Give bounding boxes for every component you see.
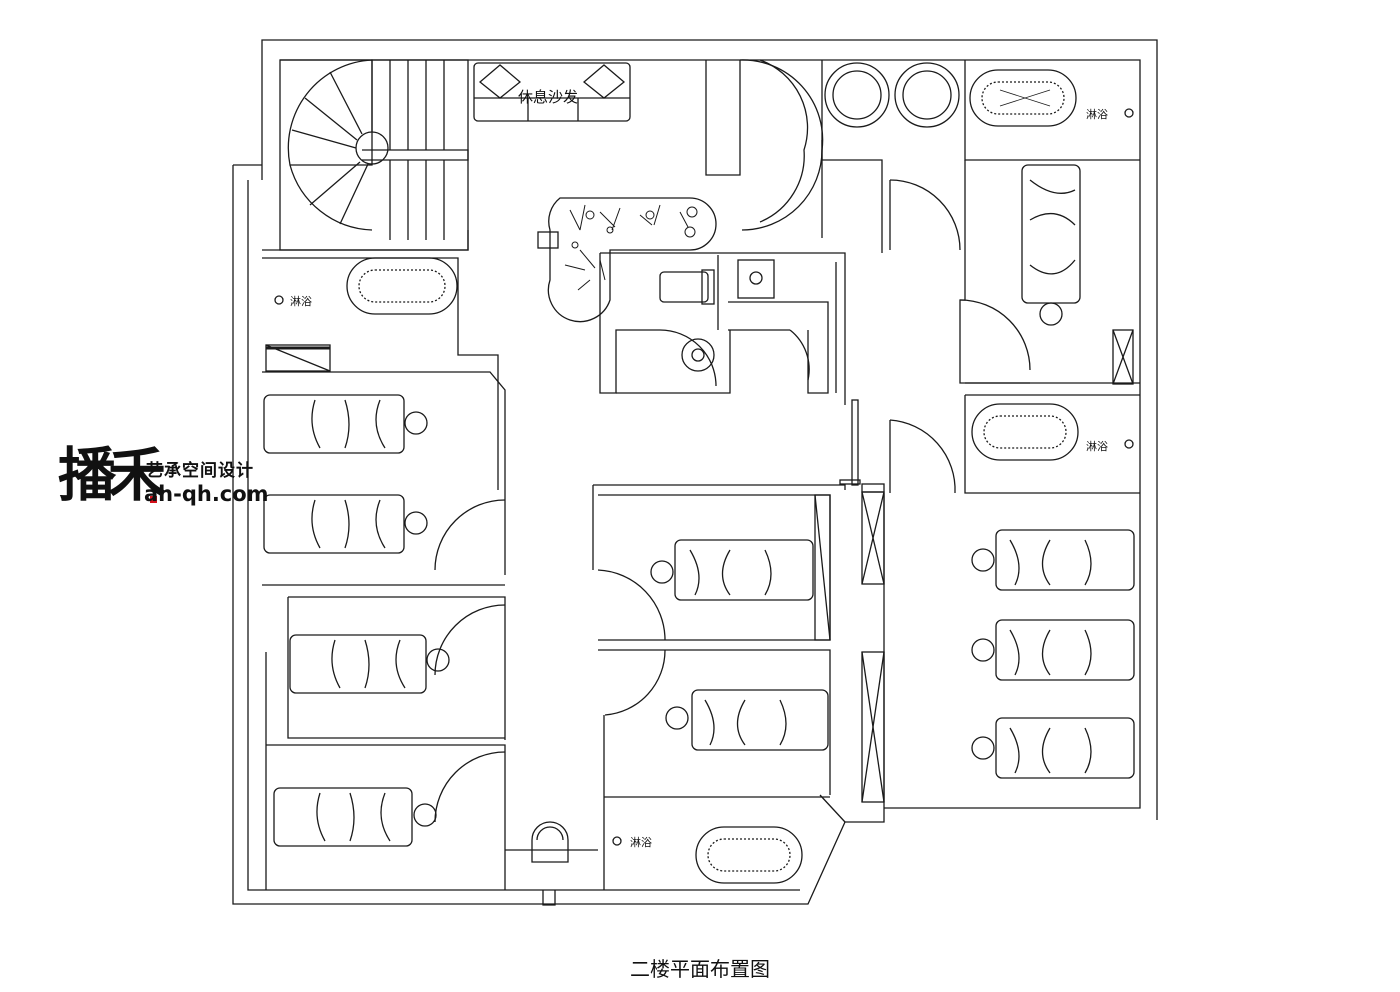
bath-label-left: 淋浴: [290, 295, 312, 308]
wc-block: [599, 252, 846, 405]
massage-bed-icon: [263, 394, 428, 454]
left-lower-room: [266, 744, 506, 890]
brand-logo: 播禾 艺承空间设计 ah-qh.com: [58, 440, 298, 520]
bathtub-icon: [969, 69, 1134, 127]
massage-bed-icon: [289, 634, 450, 694]
massage-bed-icon: [1021, 164, 1081, 326]
sofa-label: 休息沙发: [518, 88, 579, 106]
center-room-walls: [592, 484, 846, 890]
upper-right-room: [821, 60, 1140, 253]
bathtub-icon: [274, 257, 458, 315]
toilet-icon: [505, 821, 598, 906]
logo-company-name: 艺承空间设计: [146, 461, 254, 481]
spiral-stair-icon: [262, 59, 469, 251]
logo-url: ah-qh.com: [144, 482, 269, 506]
curved-wall: [705, 59, 824, 238]
sofa-icon: [473, 62, 631, 122]
plant-icon: [537, 197, 717, 323]
right-room-walls: [959, 160, 1140, 385]
left-room-walls: [262, 371, 506, 586]
massage-bed-icon: [650, 539, 814, 601]
massage-bed-icon: [971, 717, 1135, 779]
massage-bed-icon: [665, 689, 829, 751]
outer-walls: [232, 39, 1158, 905]
logo-accent-dot: [150, 496, 157, 503]
bathtub-icon: [612, 826, 803, 884]
plan-title: 二楼平面布置图: [630, 957, 770, 981]
massage-bed-icon: [263, 494, 428, 554]
logo-mark: 播禾: [58, 441, 166, 509]
bath-label-right-middle: 淋浴: [1086, 440, 1108, 453]
right-lower-room: [861, 491, 885, 808]
massage-bed-icon: [971, 619, 1135, 681]
bath-label-upper-right: 淋浴: [1086, 108, 1108, 121]
massage-bed-icon: [971, 529, 1135, 591]
massage-bed-icon: [273, 787, 437, 847]
left-mid-room: [265, 596, 506, 890]
corridor-posts: [839, 399, 885, 493]
bath-label-bottom: 淋浴: [630, 836, 652, 849]
bathtub-icon: [889, 394, 1140, 494]
